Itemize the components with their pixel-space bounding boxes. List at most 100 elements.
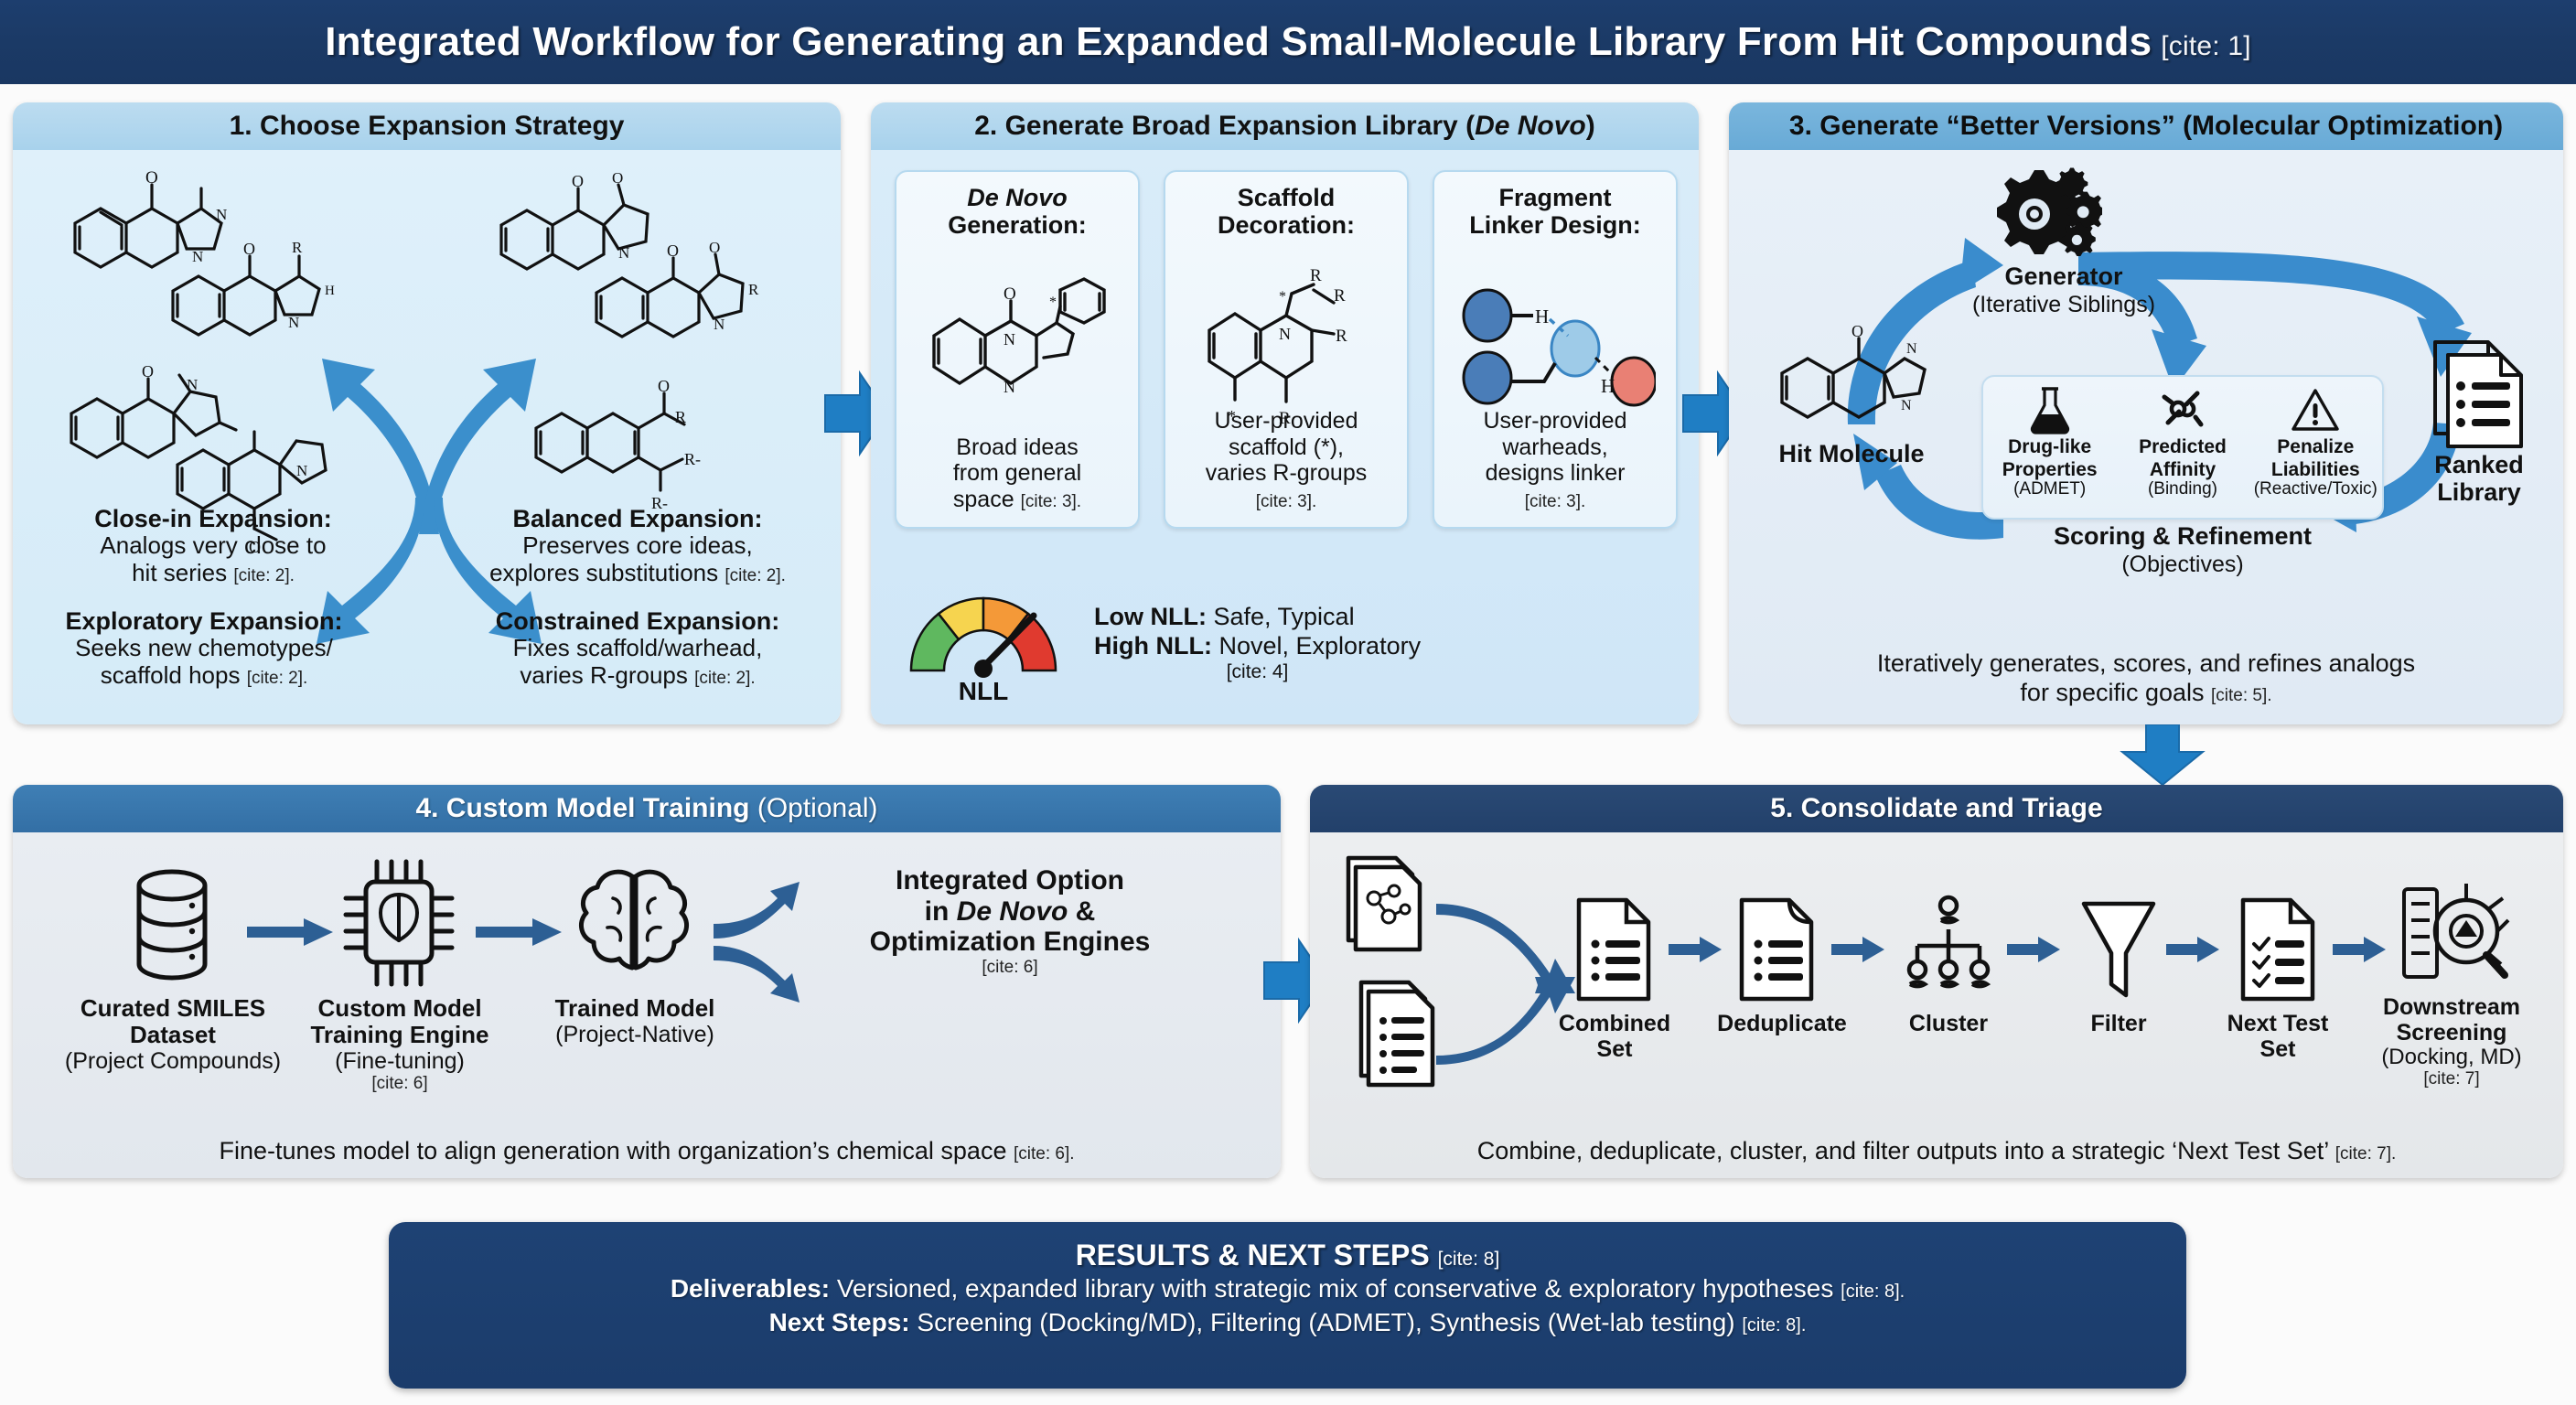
svg-text:H: H: [1535, 306, 1549, 327]
card1-title-line2: Generation:: [948, 210, 1087, 239]
generator-icon: [1992, 163, 2105, 268]
arrow-filter-to-next: [2166, 937, 2219, 962]
panel4-footer-text: Fine-tunes model to align generation wit…: [219, 1137, 1007, 1164]
svg-text:N: N: [216, 206, 227, 223]
integrated-l2-pre: in: [924, 896, 957, 927]
flask-icon: [1986, 384, 2114, 435]
card3-desc: User-provided warheads, designs linker […: [1434, 408, 1676, 512]
arrow-engine-to-model: [476, 918, 562, 946]
exploratory-cite: [cite: 2].: [246, 669, 308, 689]
node-trained-model: Trained Model (Project-Native): [518, 994, 752, 1047]
panel3-body: Generator (Iterative Siblings) O N N: [1729, 150, 2563, 724]
panel-custom-model-training: 4. Custom Model Training (Optional): [13, 785, 1281, 1178]
arrow-dedup-to-cluster: [1831, 937, 1884, 962]
svg-text:H: H: [1601, 375, 1615, 397]
card2-title-line1: Scaffold: [1237, 184, 1336, 211]
balanced-line2-text: explores substitutions: [489, 559, 719, 587]
arrow-panel3-to-panel5: [2120, 724, 2206, 787]
molecule-close-in-a: O N N: [55, 165, 247, 302]
card3-art: H H: [1434, 267, 1676, 428]
panel2-header: 2. Generate Broad Expansion Library (De …: [871, 102, 1699, 150]
score-liab-l1: Penalize: [2277, 436, 2355, 457]
panel5-footer-cite: [cite: 7].: [2334, 1144, 2397, 1164]
card2-title-line2: Decoration:: [1217, 210, 1356, 239]
quadrant-exploratory: Exploratory Expansion: Seeks new chemoty…: [16, 607, 392, 690]
quadrant-close-in: Close-in Expansion: Analogs very close t…: [26, 505, 401, 587]
integrated-l2: in De Novo &: [818, 896, 1202, 928]
database-icon: [124, 865, 220, 989]
results-banner: RESULTS & NEXT STEPS [cite: 8] Deliverab…: [389, 1222, 2186, 1389]
svg-text:N: N: [192, 248, 203, 265]
panel-molecular-optimization: 3. Generate “Better Versions” (Molecular…: [1729, 102, 2563, 724]
molecule-doc-icon: [1336, 853, 1433, 961]
card3-title-line2: Linker Design:: [1469, 210, 1641, 239]
svg-text:R: R: [1336, 327, 1347, 346]
svg-text:R: R: [292, 239, 303, 256]
svg-text:R: R: [1310, 266, 1322, 285]
arrow-db-to-engine: [247, 918, 333, 946]
svg-text:H: H: [325, 284, 335, 298]
nll-high-val: Novel, Exploratory: [1218, 631, 1422, 660]
svg-text:N: N: [1279, 325, 1291, 343]
integrated-l3: Optimization Engines: [869, 927, 1151, 958]
panel2-header-italic: De Novo: [1475, 111, 1586, 141]
title-bar: Integrated Workflow for Generating an Ex…: [0, 0, 2576, 84]
molecule-balanced-a: O O N: [481, 161, 673, 303]
panel1-header: 1. Choose Expansion Strategy: [13, 102, 841, 150]
page-title: Integrated Workflow for Generating an Ex…: [325, 19, 2251, 65]
node1-sub: (Project Compounds): [64, 1048, 282, 1075]
generator-label: Generator (Iterative Siblings): [1927, 263, 2201, 317]
svg-text:*: *: [1228, 407, 1236, 425]
merge-arrows: [1436, 904, 1575, 1065]
deliverables-val: Versioned, expanded library with strateg…: [836, 1274, 1834, 1303]
node-next-test-set: Next Test Set: [2205, 1011, 2351, 1062]
score-admet-l2: Properties: [2002, 458, 2098, 480]
constrained-line2-text: varies R-groups: [520, 661, 688, 690]
card1-desc-l1: Broad ideas: [956, 434, 1079, 460]
nll-low-val: Safe, Typical: [1213, 602, 1355, 630]
score-item-admet: Drug-like Properties (ADMET): [1986, 384, 2114, 499]
node1-l1: Curated SMILES: [80, 994, 266, 1022]
card2-title: Scaffold Decoration:: [1165, 184, 1407, 239]
exploratory-line1: Seeks new chemotypes/: [75, 634, 333, 662]
node3-l1: Trained Model: [554, 994, 715, 1022]
node1-l2: Dataset: [130, 1021, 216, 1049]
panel-consolidate-and-triage: 5. Consolidate and Triage: [1310, 785, 2563, 1178]
score-affinity-l3: (Binding): [2147, 479, 2217, 499]
exploratory-line2-text: scaffold hops: [100, 661, 241, 690]
constrained-line2: varies R-groups [cite: 2].: [450, 661, 825, 690]
node-combined-set: Combined Set: [1537, 1011, 1692, 1062]
svg-text:N: N: [288, 314, 299, 331]
card3-desc-l3: designs linker: [1485, 460, 1626, 486]
molecule-exploratory-a: O N: [51, 359, 243, 496]
score-affinity-l1: Predicted: [2139, 436, 2227, 457]
integrated-cite: [cite: 6]: [982, 957, 1038, 977]
exploratory-line2: scaffold hops [cite: 2].: [16, 661, 392, 690]
generator-sub: (Iterative Siblings): [1971, 291, 2156, 317]
card3-desc-l1: User-provided: [1483, 408, 1627, 434]
ranked-library-label: Ranked Library: [2388, 451, 2563, 506]
panel3-footer: Iteratively generates, scores, and refin…: [1729, 649, 2563, 708]
molecule-balanced-b: O O N R: [578, 229, 779, 370]
nll-gauge-row: NLL Low NLL: Safe, Typical High NLL: Nov…: [896, 579, 1676, 706]
node2-sub: (Fine-tuning): [335, 1048, 465, 1075]
close-in-title: Close-in Expansion:: [94, 505, 332, 532]
results-deliverables: Deliverables: Versioned, expanded librar…: [389, 1272, 2186, 1306]
panel3-footer-l2: for specific goals: [2020, 679, 2205, 707]
funnel-icon: [2077, 896, 2161, 1007]
cluster-l1: Cluster: [1908, 1011, 1989, 1036]
panel4-header-main: 4. Custom Model Training: [415, 793, 750, 823]
node2-cite: [cite: 6]: [371, 1074, 428, 1094]
panel4-body: Curated SMILES Dataset (Project Compound…: [13, 832, 1281, 1178]
panel1-body: O N N O: [13, 150, 841, 724]
card1-desc-l2: from general: [952, 460, 1082, 486]
panel4-footer-cite: [cite: 6].: [1013, 1144, 1075, 1164]
screen-l2: Screening: [2396, 1019, 2507, 1046]
score-admet-l1: Drug-like: [2008, 436, 2092, 457]
combined-l1: Combined: [1558, 1011, 1671, 1036]
filter-l1: Filter: [2090, 1011, 2147, 1036]
svg-text:O: O: [572, 172, 584, 190]
nll-high-row: High NLL: Novel, Exploratory: [1094, 631, 1421, 660]
card2-cite: [cite: 3].: [1255, 491, 1317, 511]
arrow-model-to-integrated: [714, 882, 800, 1003]
